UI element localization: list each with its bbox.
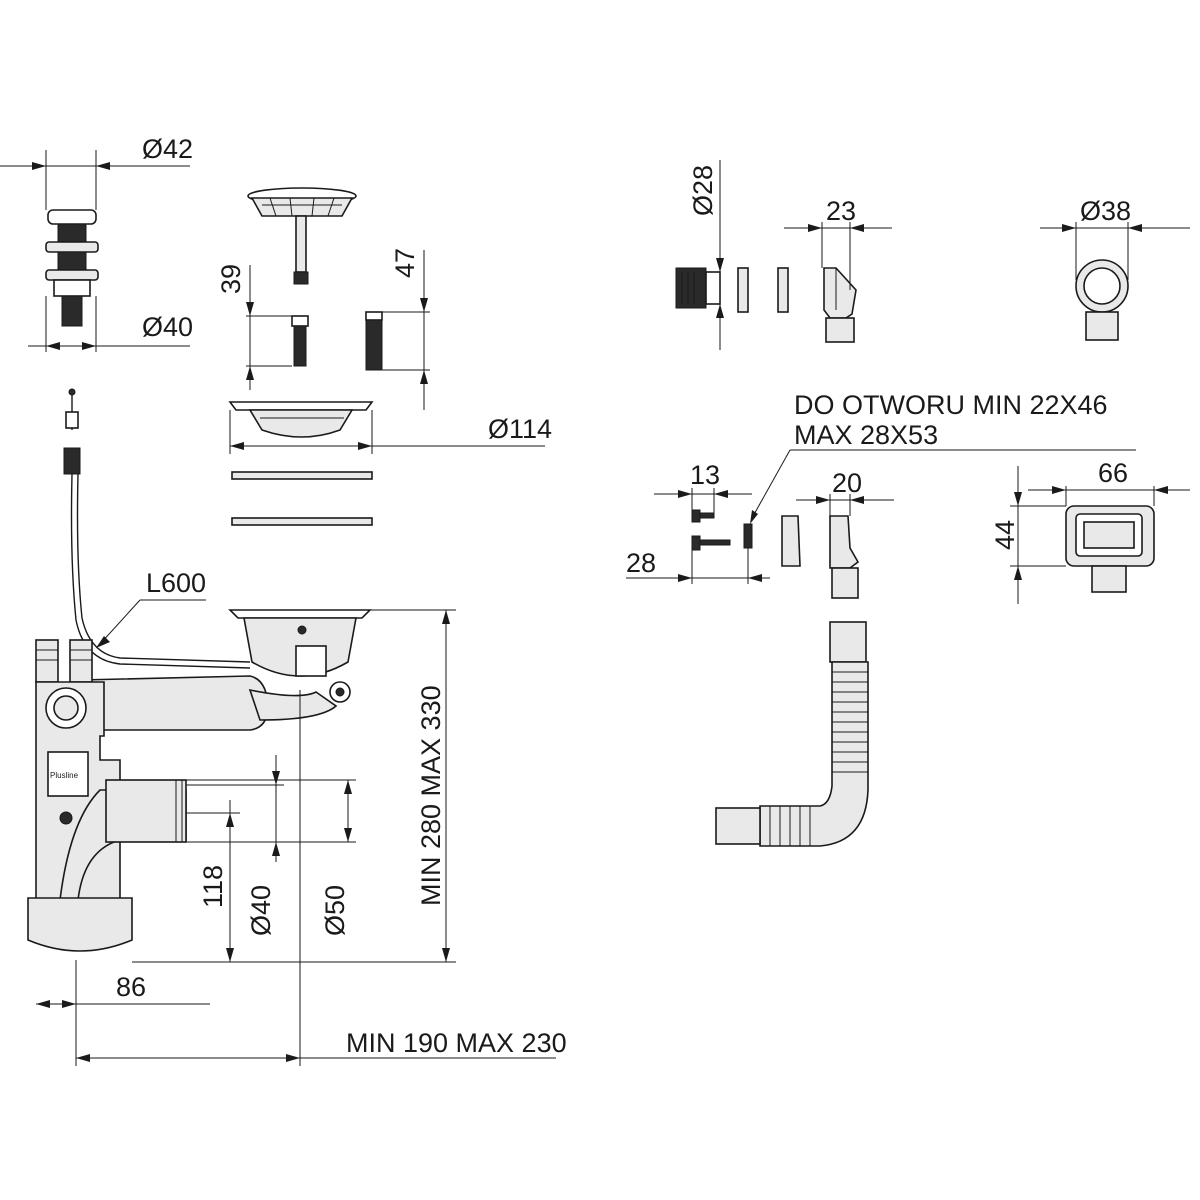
overflow-horizontal-pipe: [79, 675, 338, 731]
label-d40-top: Ø40: [142, 312, 193, 342]
dimension-44: 44: [990, 466, 1066, 604]
screw-long: [691, 535, 731, 551]
dimension-28-side: 28: [626, 548, 770, 584]
dimension-20: 20: [796, 468, 894, 516]
dimension-d38: Ø38: [1040, 196, 1190, 280]
dimension-min280max330: MIN 280 MAX 330: [132, 609, 456, 963]
dimension-47: 47: [382, 248, 430, 410]
label-23: 23: [826, 196, 856, 226]
gasket-top: [231, 471, 373, 480]
sink-flange-part: [228, 401, 374, 438]
label-118: 118: [198, 865, 228, 908]
label-44: 44: [990, 520, 1020, 550]
hole-note: DO OTWORU MIN 22X46 MAX 28X53: [750, 390, 1136, 524]
label-hole-line2: MAX 28X53: [794, 420, 938, 450]
label-d38: Ø38: [1080, 196, 1131, 226]
dimension-d114: Ø114: [229, 410, 552, 454]
label-min190max230: MIN 190 MAX 230: [346, 1028, 567, 1058]
dimension-d28-top: Ø28: [688, 160, 724, 350]
label-47: 47: [390, 248, 420, 278]
overflow-elbow-rect: [829, 515, 860, 599]
dimension-118: 118: [186, 800, 240, 962]
label-hole-line1: DO OTWORU MIN 22X46: [794, 390, 1108, 420]
overflow-round-front: [1075, 259, 1129, 341]
dimension-d42: Ø42: [0, 134, 193, 210]
overflow-gasket-2: [777, 267, 789, 313]
overflow-brand-label: Plusline: [50, 771, 79, 780]
connector-bolt-short: [291, 315, 309, 367]
dimension-d50: Ø50: [186, 779, 356, 936]
label-d28-top: Ø28: [688, 165, 718, 216]
overflow-elbow-side: [823, 267, 857, 343]
overflow-threaded-fitting: [675, 267, 721, 309]
overflow-rect-front: [1065, 505, 1155, 593]
dimension-66: 66: [1028, 458, 1190, 506]
label-20: 20: [832, 468, 862, 498]
strainer-basket-part: [247, 187, 357, 285]
dimension-23: 23: [784, 196, 892, 290]
dimension-86: 86: [36, 960, 210, 1010]
popup-plug-part: [45, 209, 99, 327]
gasket-bottom: [231, 517, 373, 526]
label-l600: L600: [146, 568, 206, 598]
siphon-top-bowl: [228, 609, 372, 703]
overflow-gasket-1: [737, 267, 749, 313]
dimension-39: 39: [216, 264, 292, 390]
connector-bolt-long: [365, 311, 383, 371]
label-66: 66: [1098, 458, 1128, 488]
dimension-l600: L600: [96, 568, 206, 648]
overflow-plate-edge: [743, 523, 753, 549]
control-cable: [63, 388, 251, 669]
dimension-d40-top: Ø40: [28, 296, 193, 352]
dimension-13: 13: [654, 460, 752, 513]
label-39: 39: [216, 264, 246, 294]
label-d42: Ø42: [142, 134, 193, 164]
label-d50: Ø50: [320, 885, 350, 936]
dimension-min190max230: MIN 190 MAX 230: [75, 690, 567, 1066]
overflow-cover-side: [781, 515, 801, 567]
label-28-side: 28: [626, 548, 656, 578]
label-d114: Ø114: [488, 414, 552, 444]
label-86: 86: [116, 972, 146, 1002]
flexible-overflow-hose: [715, 621, 869, 847]
screw-short: [691, 509, 715, 523]
siphon-body: Plusline: [27, 681, 187, 952]
label-d40-pipe: Ø40: [246, 885, 276, 936]
label-13: 13: [690, 460, 720, 490]
label-min280max330: MIN 280 MAX 330: [416, 685, 446, 906]
overflow-inlets: [35, 639, 93, 683]
